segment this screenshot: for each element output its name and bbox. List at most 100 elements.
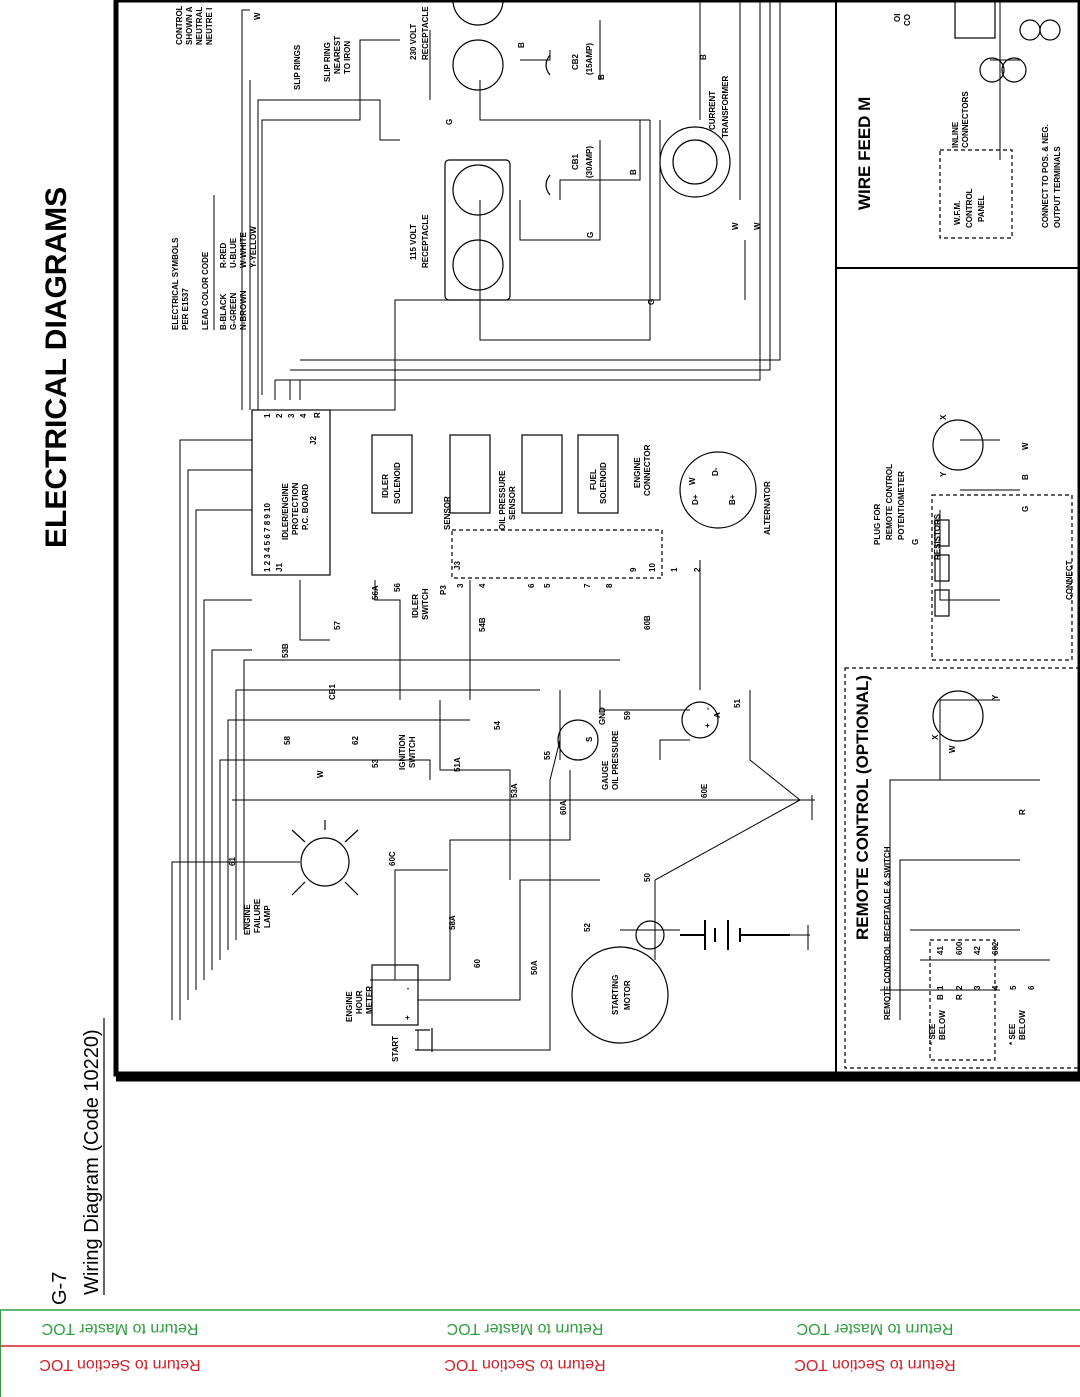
amm-term-plus: +	[703, 723, 712, 728]
rcpt-115-b	[452, 239, 504, 291]
return-section-toc-link-1[interactable]: Return to Section TOC	[39, 1356, 200, 1373]
plug-lead-g: G	[1021, 506, 1030, 512]
slip-rings-label: SLIP RINGS	[293, 44, 302, 90]
plug-lead-y: Y	[939, 471, 948, 477]
current-transformer-inner	[672, 139, 718, 185]
wire-50: 50	[643, 873, 652, 882]
plug-lead-x: X	[939, 414, 948, 420]
wire-61: 61	[228, 857, 237, 866]
return-master-toc-link-1[interactable]: Return to Master TOC	[42, 1320, 199, 1337]
wire-56: 56	[393, 583, 402, 592]
wire-runs	[171, 0, 1050, 1051]
wfm-panel-box	[939, 149, 1013, 239]
pcb-label-3: P.C. BOARD	[301, 484, 310, 530]
page-subtitle: Wiring Diagram (Code 10220)	[81, 1029, 103, 1295]
plug-label-3: POTENTIOMETER	[897, 471, 906, 540]
inline-connector-2	[1001, 57, 1027, 83]
wire-54b: 54B	[478, 617, 487, 632]
hour-term-minus: -	[403, 987, 412, 990]
legend-symbols-title: ELECTRICAL SYMBOLS	[171, 237, 180, 330]
component-symbols	[251, 0, 1080, 1069]
alternator	[679, 451, 757, 529]
pcb-label-1: IDLER/ENGINE	[281, 482, 290, 540]
wire-53a: 53A	[510, 783, 519, 798]
current-transformer	[659, 126, 731, 198]
hour-meter-label-3: METER	[365, 986, 374, 1014]
legend-color-g: G-GREEN	[229, 292, 238, 330]
wfm-term-1	[1019, 19, 1041, 41]
rcpt-115-label-1: 115 VOLT	[409, 224, 418, 260]
remote-lead-w: W	[948, 745, 957, 753]
plug-for-pot	[932, 419, 984, 471]
control-note-1: CONTROL	[175, 5, 184, 45]
j2-pin-2: 2	[275, 413, 284, 418]
p3-pin-5: 5	[543, 583, 552, 588]
ct-label-1: CURRENT	[708, 91, 717, 130]
resistor-lead-g: G	[911, 539, 920, 545]
resistor-box	[931, 494, 1073, 661]
eng-conn-label-2: CONNECTOR	[643, 444, 652, 496]
p3-pin-7: 7	[583, 583, 592, 588]
hour-meter-label-2: HOUR	[355, 990, 364, 1014]
connect-to-label-1: CONNECT TO POS. & NEG.	[1041, 124, 1050, 228]
hour-meter-label-1: ENGINE	[345, 991, 354, 1022]
see-below-1a: * SEE	[928, 1023, 937, 1045]
resistor-3	[934, 589, 950, 617]
wire-54: 54	[493, 721, 502, 730]
wire-50a: 50A	[530, 960, 539, 975]
j1-pins: 1 2 3 4 5 6 7 8 9 10	[263, 503, 272, 572]
lead-w-4: W	[316, 770, 325, 778]
lamp-label-1: ENGINE	[243, 904, 252, 935]
starter-solenoid	[635, 920, 665, 950]
wfm-note-2: CO	[903, 14, 912, 26]
alt-dplus: D+	[691, 494, 700, 505]
plug-lead-b: B	[1021, 474, 1030, 480]
cb2-rating-1: CB2	[571, 53, 580, 70]
lead-g-3: G	[586, 232, 595, 238]
rcpt-230-label-1: 230 VOLT	[409, 24, 418, 60]
remote-pin-4: 4	[991, 985, 1000, 990]
lead-w-2: W	[253, 12, 262, 20]
cb1-label: CB1	[328, 683, 337, 700]
control-note-4: NEUTRE I	[205, 8, 214, 45]
return-master-toc-link-2[interactable]: Return to Master TOC	[447, 1320, 604, 1337]
ct-label-2: TRANSFORMER	[721, 76, 730, 138]
return-section-toc-link-3[interactable]: Return to Section TOC	[794, 1356, 955, 1373]
wire-feed-title: WIRE FEED M	[855, 97, 874, 210]
ignition-label-2: SWITCH	[408, 736, 417, 768]
rcpt-115-a	[452, 164, 504, 216]
p3-pin-6: 6	[527, 583, 536, 588]
wire-57: 57	[333, 621, 342, 630]
hour-term-plus: +	[403, 1015, 412, 1020]
wire-58: 58	[283, 736, 292, 745]
lamp-label-2: FAILURE	[253, 898, 262, 933]
oil-sensor-label-1: OIL PRESSURE	[498, 470, 507, 530]
plug-label-2: REMOTE CONTROL	[885, 464, 894, 540]
remote-pot-plug	[932, 690, 984, 742]
gauge-gnd-label: GND	[598, 707, 607, 725]
return-master-toc-link-3[interactable]: Return to Master TOC	[797, 1320, 954, 1337]
j2-r-label: R	[313, 412, 322, 418]
j3-label: J3	[453, 561, 462, 570]
wire-60: 60	[473, 959, 482, 968]
j2-pin-1: 1	[263, 413, 272, 418]
return-section-toc-link-2[interactable]: Return to Section TOC	[444, 1356, 605, 1373]
pcb-label-2: PROTECTION	[291, 482, 300, 535]
fuel-sol-label-1: FUEL	[589, 469, 598, 490]
legend-color-w: W-WHITE	[239, 232, 248, 268]
failure-lamp	[300, 837, 350, 887]
remote-lead-r2: R	[1018, 809, 1027, 815]
rcpt-230-a	[452, 0, 504, 26]
wire-59: 59	[623, 711, 632, 720]
toc-nav: Return to Master TOC Return to Master TO…	[0, 1309, 1080, 1397]
legend-lead-title: LEAD COLOR CODE	[201, 251, 210, 330]
j2-pin-4: 4	[299, 413, 308, 418]
amm-term-minus: -	[703, 707, 712, 710]
wire-53b: 53B	[281, 643, 290, 658]
remote-pin-1: 1	[936, 985, 945, 990]
connect-to-label-2: OUTPUT TERMINALS	[1053, 146, 1062, 228]
wfm-top-box	[954, 0, 996, 39]
wire-60a: 60A	[559, 800, 568, 815]
cb2-breaker	[545, 54, 551, 76]
pc-board	[251, 409, 331, 576]
